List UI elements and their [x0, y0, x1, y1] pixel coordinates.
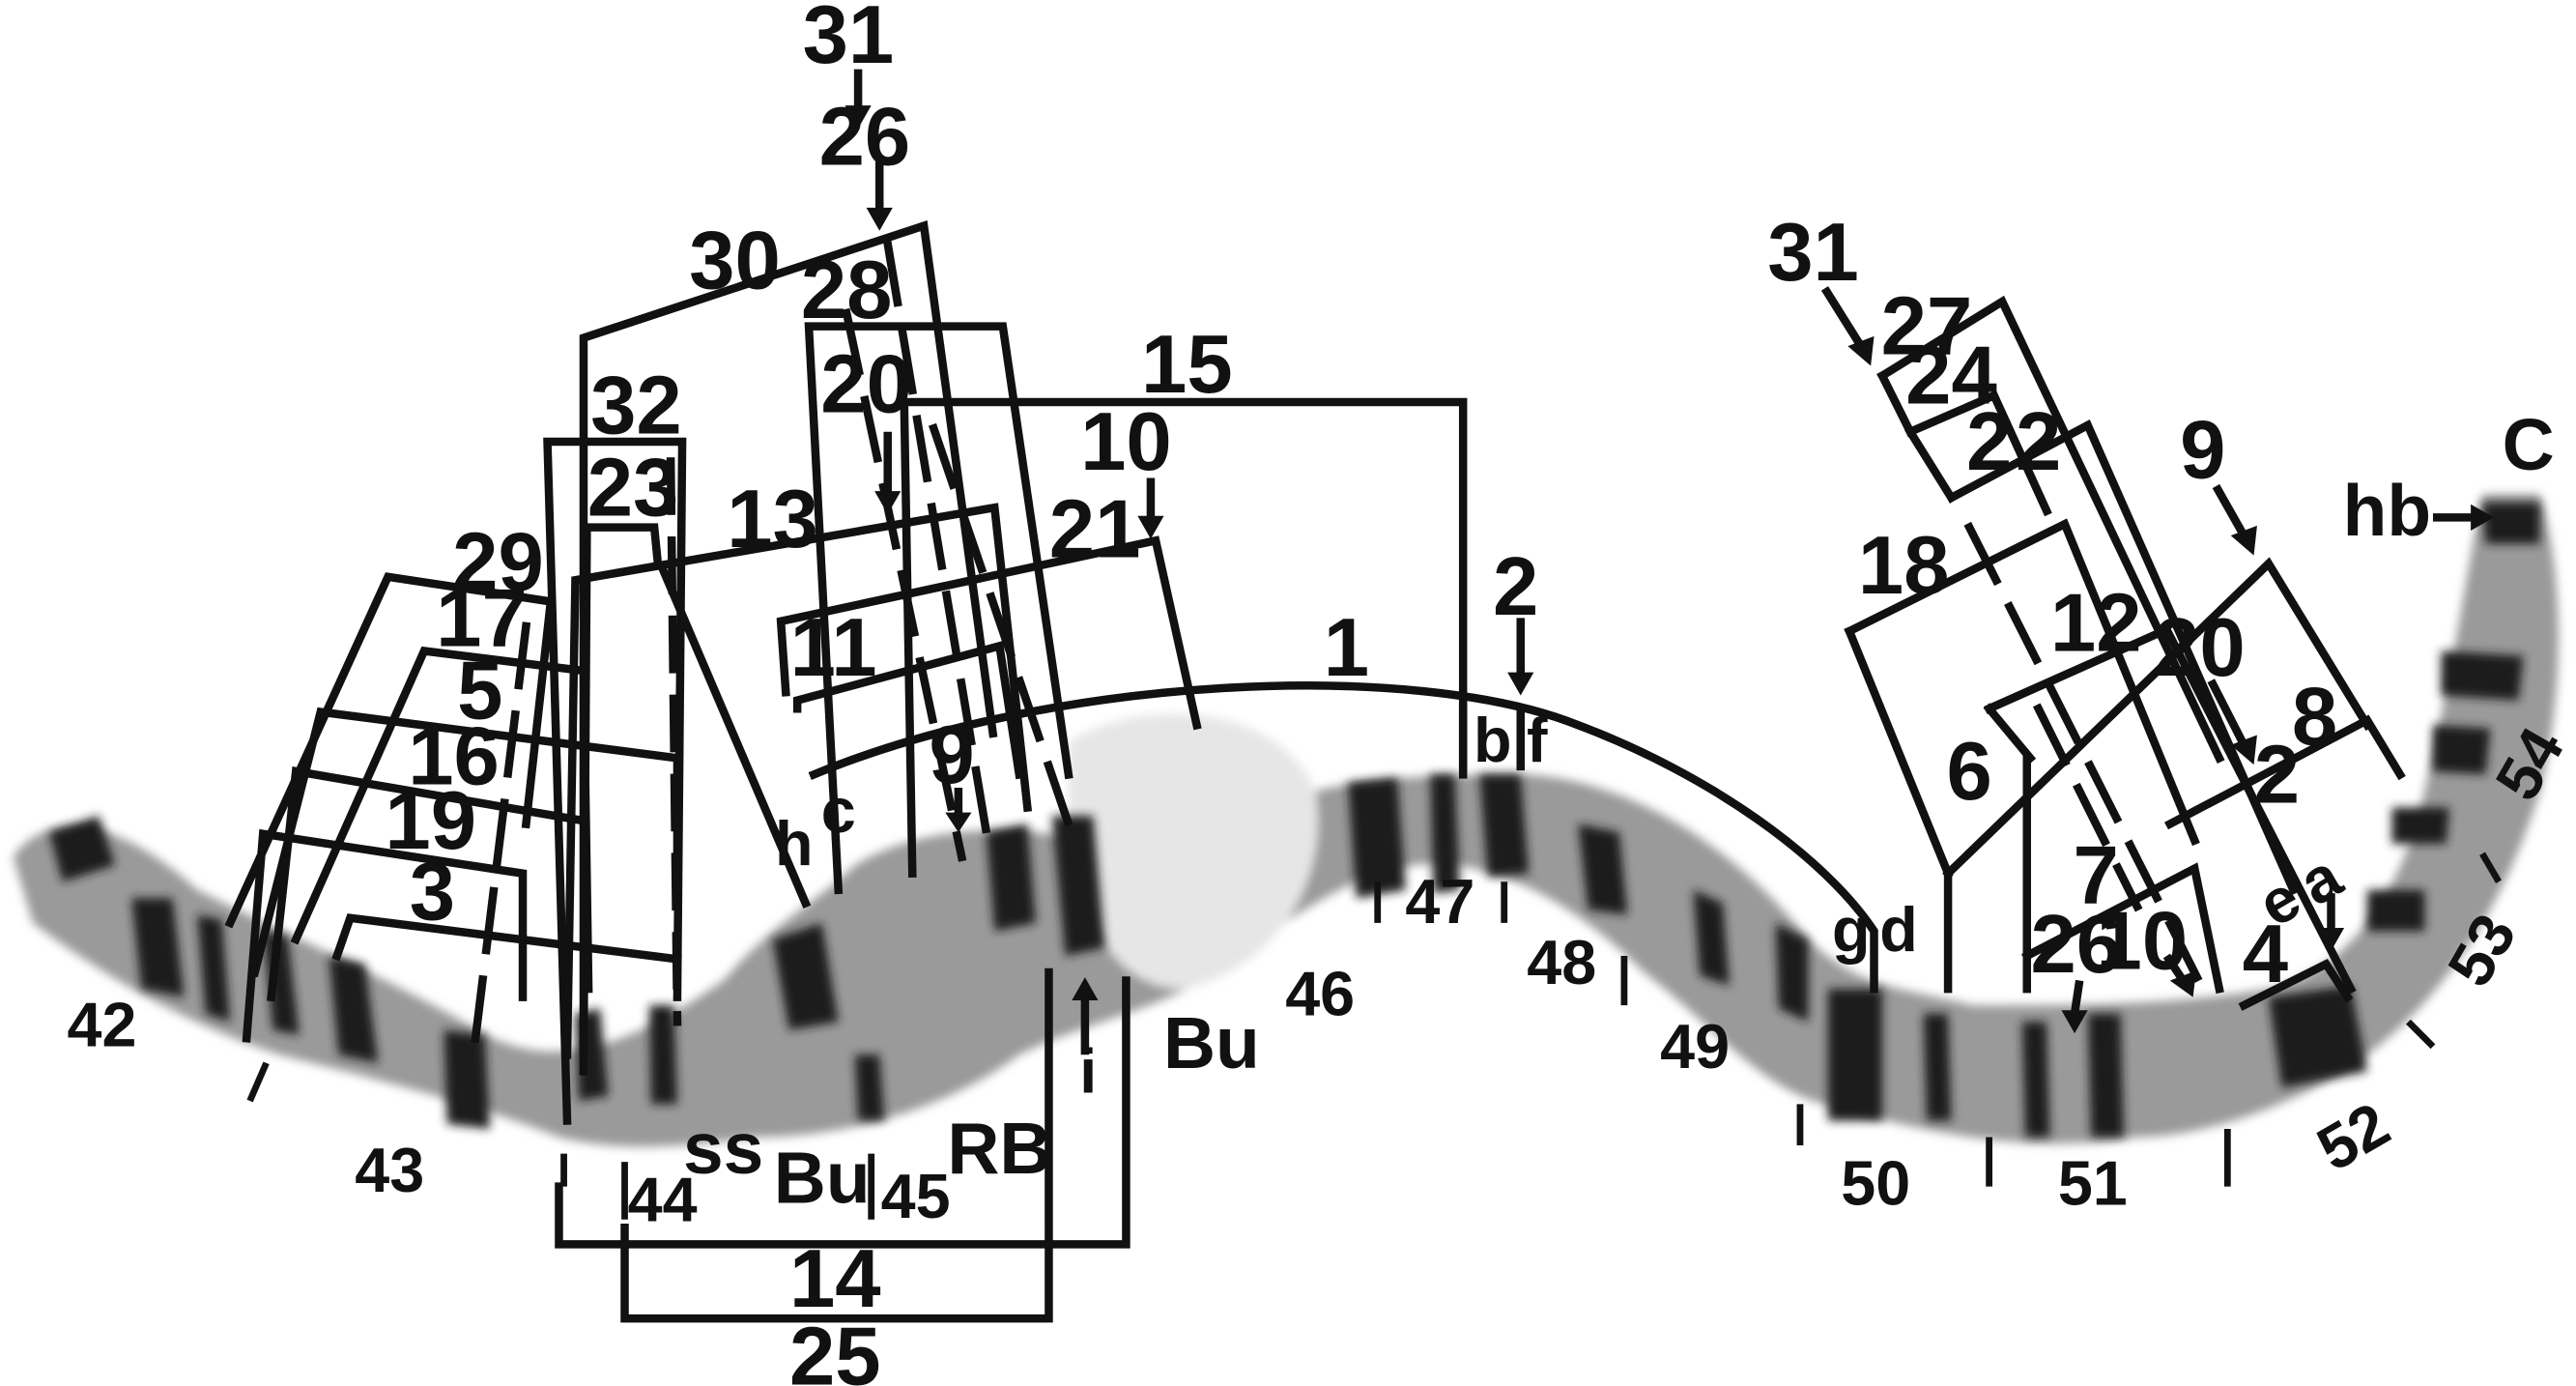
inversion-label: 30	[689, 215, 781, 306]
inversion-label: 12	[2050, 577, 2142, 669]
inversion-label: 18	[1858, 520, 1950, 612]
inversion-label: 27	[1881, 281, 1973, 373]
inversion-label: 19	[385, 775, 476, 867]
inversion-label: 16	[408, 711, 500, 803]
arrow-down-icon	[1820, 286, 1875, 366]
inversion-label: 20	[820, 338, 912, 430]
puff-bulb	[1068, 713, 1318, 990]
inversion-label: 28	[801, 245, 893, 336]
label-hb: hb	[2343, 470, 2431, 551]
arrow-down-icon	[2061, 979, 2088, 1034]
arrow-right-icon	[2432, 504, 2494, 532]
inversion-label: 25	[789, 1311, 881, 1386]
inversion-label: 2	[2254, 729, 2300, 821]
arrow-down-icon	[945, 788, 972, 833]
arrow-down-icon	[2317, 893, 2345, 951]
dark-bands	[49, 503, 2540, 1138]
arrow-down-icon	[2162, 953, 2196, 997]
label-bu-right: Bu	[1163, 1002, 1260, 1083]
inversion-label: 7	[2074, 829, 2119, 921]
inversion-label: 31	[1767, 207, 1859, 299]
inversion-label: 14	[789, 1233, 881, 1325]
inversion-label: 13	[727, 474, 818, 565]
inversion-label: 29	[452, 516, 544, 608]
inversion-label: 8	[2292, 672, 2337, 764]
inversion-label: 17	[436, 572, 528, 664]
region-44: 44	[628, 1164, 698, 1234]
label-c-end: C	[2503, 404, 2555, 485]
inversion-label: 1	[1324, 602, 1369, 694]
inversion-label: 31	[803, 0, 895, 81]
band-marks: C hb ss Bu RB Bu h c i b f g d e a	[683, 404, 2555, 1219]
label-g: g	[1832, 894, 1871, 965]
label-d: d	[1879, 894, 1918, 965]
polytene-chromosome	[13, 494, 2559, 1147]
region-45: 45	[881, 1161, 951, 1231]
label-rb: RB	[947, 1108, 1051, 1189]
inversion-labels-left: 31 26 30 28 15 20 10 32 23 13 21 29 17 1…	[385, 0, 1538, 1386]
region-46: 46	[1285, 958, 1355, 1028]
region-51: 51	[2058, 1147, 2128, 1218]
label-c: c	[821, 775, 856, 846]
region-50: 50	[1841, 1147, 1910, 1218]
region-43: 43	[355, 1135, 424, 1205]
region-49: 49	[1660, 1011, 1730, 1082]
label-h: h	[775, 808, 814, 879]
inversion-label: 11	[790, 602, 877, 694]
inversion-label: 24	[1905, 331, 1997, 422]
inversion-label: 3	[410, 846, 455, 938]
arrow-down-icon	[844, 69, 872, 129]
inversion-label: 2	[1493, 541, 1538, 633]
arrow-down-icon	[1507, 618, 1534, 696]
label-i: i	[1079, 1035, 1097, 1106]
left-inversion-brackets	[224, 219, 1878, 1323]
inversion-label: 5	[457, 645, 502, 736]
region-boundary-ticks	[246, 852, 2502, 1220]
arrows	[844, 69, 2494, 1055]
label-f: f	[1527, 705, 1548, 775]
inversion-label: 23	[587, 443, 679, 534]
inversion-label: 21	[1049, 483, 1141, 575]
inversion-label: 6	[1947, 726, 1992, 818]
inversion-label: 15	[1141, 319, 1233, 411]
inversion-label: 26	[2030, 899, 2122, 991]
right-inversion-brackets	[1844, 295, 2406, 1011]
inversion-label: 9	[2180, 404, 2225, 496]
inversion-label: 10	[2097, 896, 2189, 988]
inversion-label: 32	[590, 360, 682, 451]
label-b: b	[1474, 705, 1512, 775]
region-48: 48	[1527, 927, 1596, 997]
inversion-label: 9	[929, 709, 974, 801]
arrow-down-icon	[874, 431, 902, 514]
inversion-labels-right: 31 27 24 2 2 9 18 12 20 8 6 2 7 26 10 4	[1767, 207, 2337, 1000]
arrow-down-icon	[2212, 483, 2257, 556]
inversion-label: 10	[1080, 396, 1172, 488]
arrow-up-icon	[1072, 977, 1099, 1055]
inversion-label: 20	[2154, 602, 2246, 694]
arrow-down-icon	[2207, 679, 2257, 765]
label-ss: ss	[683, 1108, 763, 1189]
inversion-label: 2	[1966, 396, 2012, 488]
arrow-down-icon	[1137, 477, 1164, 539]
region-47: 47	[1405, 866, 1474, 937]
label-bu-left: Bu	[774, 1138, 871, 1219]
inversion-label: 4	[2243, 909, 2288, 1000]
inversion-label: 26	[819, 91, 911, 183]
arrow-down-icon	[866, 161, 893, 231]
inversion-label: 2	[2016, 396, 2061, 488]
region-42: 42	[68, 990, 137, 1060]
region-52: 52	[2305, 1088, 2401, 1184]
